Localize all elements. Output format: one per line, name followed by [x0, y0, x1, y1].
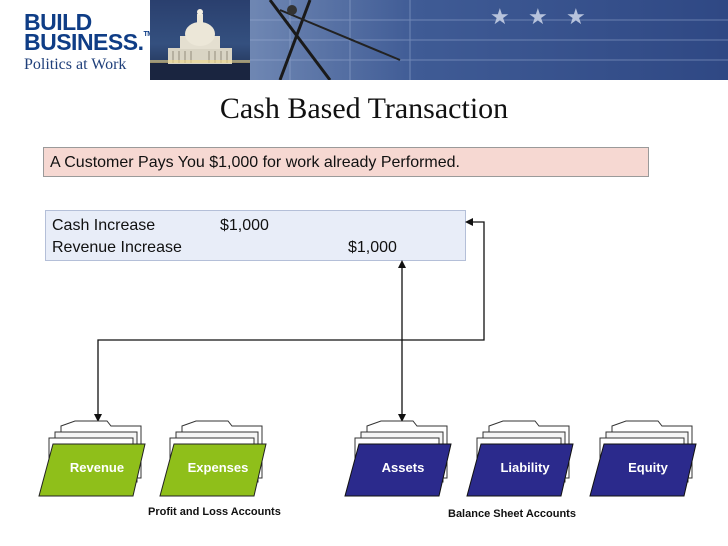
logo-line-2-text: BUSINESS.: [24, 29, 144, 55]
folder-equity[interactable]: Equity: [588, 420, 698, 498]
arrow-to-revenue: [94, 339, 402, 422]
folder-equity-label: Equity: [628, 460, 668, 475]
folder-liability[interactable]: Liability: [465, 420, 575, 498]
revenue-increase-value: $1,000: [348, 239, 397, 256]
cash-increase-value: $1,000: [220, 217, 269, 234]
header-banner: BUILD BUSINESS.TM Politics at Work: [0, 0, 728, 80]
transaction-box: Cash Increase $1,000 Revenue Increase $1…: [45, 210, 466, 261]
folder-icon: [344, 420, 452, 497]
capitol-photo: [150, 0, 250, 80]
star-icon: ★: [490, 4, 510, 29]
folder-icon: [38, 420, 146, 497]
folder-icon: [466, 420, 574, 497]
folder-expenses[interactable]: Expenses: [158, 420, 268, 498]
folder-icon: [159, 420, 267, 497]
folder-liability-label: Liability: [500, 460, 550, 475]
slide-title: Cash Based Transaction: [219, 92, 509, 125]
logo-line-2: BUSINESS.TM: [24, 31, 153, 54]
folder-revenue-label: Revenue: [69, 460, 125, 475]
folder-assets[interactable]: Assets: [343, 420, 453, 498]
logo-line-1: BUILD: [24, 9, 92, 35]
star-icon: ★: [566, 4, 586, 29]
logo-trademark: TM: [143, 31, 153, 38]
build-business-logo: BUILD BUSINESS.TM Politics at Work: [0, 0, 153, 80]
folder-expenses-label: Expenses: [187, 460, 249, 475]
scenario-box: A Customer Pays You $1,000 for work alre…: [43, 147, 649, 177]
blueprint-graphic: ★ ★ ★: [250, 0, 728, 80]
folder-assets-label: Assets: [381, 460, 425, 475]
compass-drafting-icon: [250, 0, 728, 80]
balance-sheet-accounts-label: Balance Sheet Accounts: [448, 508, 576, 520]
profit-loss-accounts-label: Profit and Loss Accounts: [148, 506, 281, 518]
arrow-loop-to-box: [402, 218, 485, 341]
scenario-text: A Customer Pays You $1,000 for work alre…: [50, 154, 460, 171]
cash-increase-label: Cash Increase: [52, 217, 156, 234]
star-icon: ★: [528, 4, 548, 29]
folder-icon: [589, 420, 697, 497]
capitol-building-icon: [150, 9, 250, 80]
logo-tagline: Politics at Work: [24, 56, 127, 73]
revenue-increase-label: Revenue Increase: [52, 239, 182, 256]
folder-revenue[interactable]: Revenue: [37, 420, 147, 498]
